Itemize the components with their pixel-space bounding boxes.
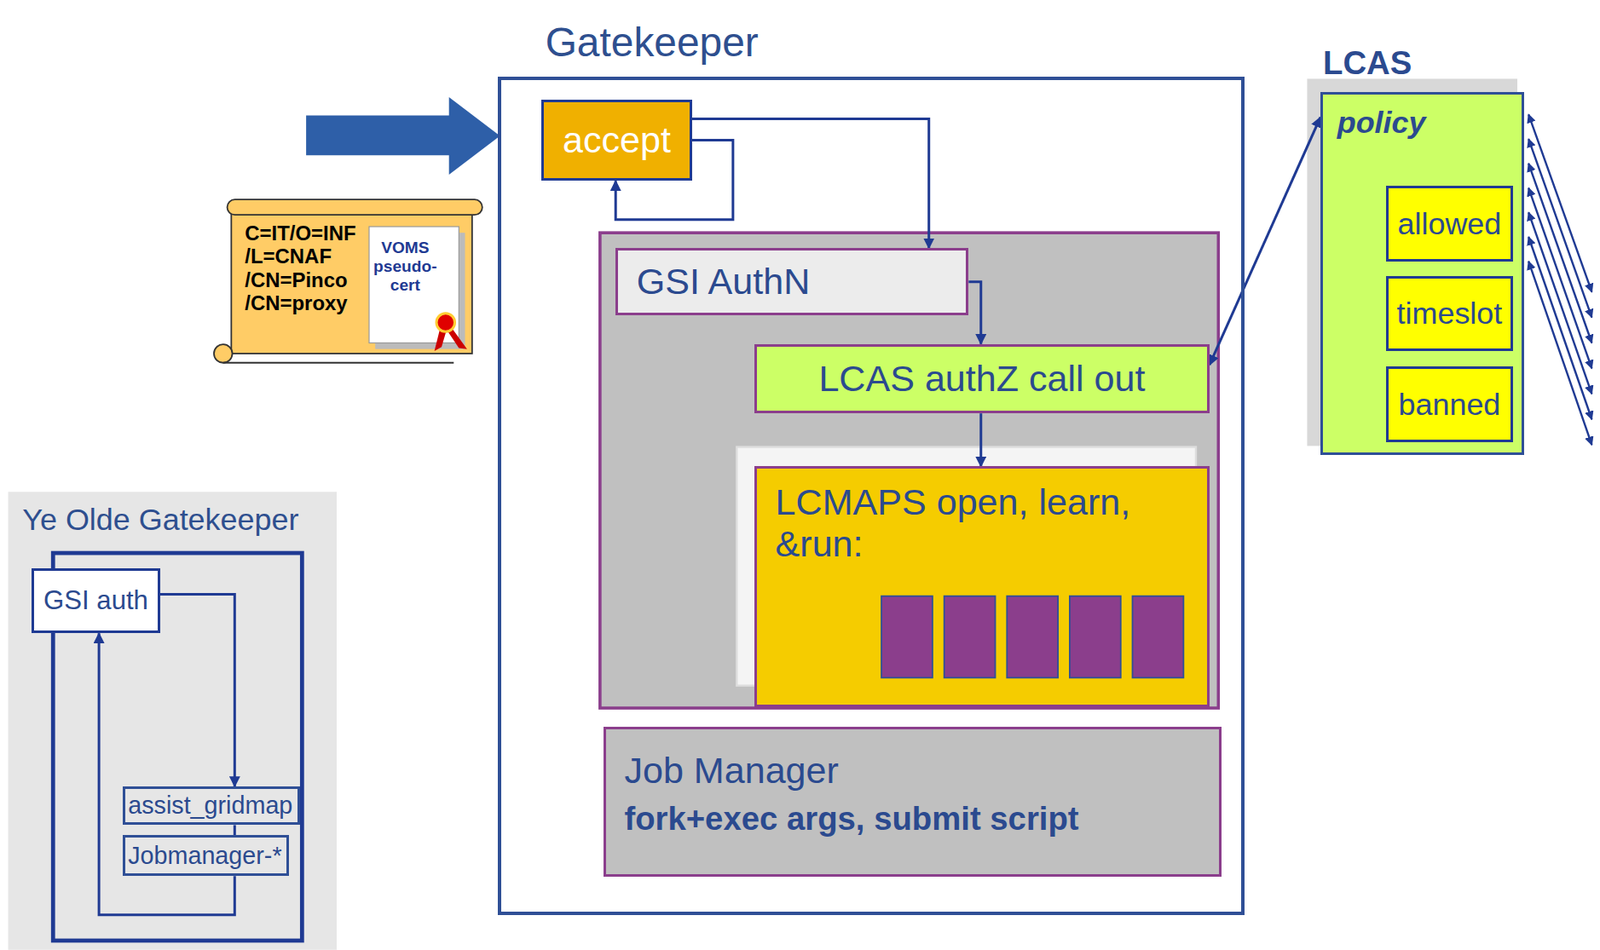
lcas-box: allowedtimeslotbannedLCASpolicy [1320, 92, 1525, 456]
heading: Gatekeeper [545, 18, 759, 66]
old-gatekeeper-panel: GSI auth assist_gridmapJobmanager-* Ye Old… [8, 491, 337, 950]
job-manager-box: Job Manager fork+exec args, submit script [603, 727, 1222, 878]
card-face [369, 226, 459, 343]
node-label: C=IT/O=INF /L=CNAF /CN=Pinco /CN=proxy [244, 221, 356, 316]
node-label: timeslot [1397, 295, 1503, 331]
node-label: GSI AuthN [636, 260, 811, 304]
policy-arrow [1528, 212, 1592, 394]
gatekeeper-box: acceptGSI AuthN LCAS authZ call outLCMAPS… [497, 76, 1245, 916]
plugin-block [1069, 596, 1121, 679]
gsi-auth-box: GSI auth [31, 568, 161, 635]
policy-arrow [1528, 236, 1592, 420]
scroll-roll [227, 200, 483, 216]
node-label: assist_gridmap [127, 791, 293, 821]
node-label: allowed [1397, 206, 1502, 242]
heading: LCAS [1322, 44, 1412, 82]
plugin-block [1132, 596, 1185, 679]
plugin-block [944, 596, 996, 679]
certificate-scroll: VOMS pseudo-cert C=IT/O=INF /L=CNAF /CN=P… [208, 198, 483, 365]
gridmap-box: assist_gridmap [122, 786, 301, 826]
connector-arrow [160, 594, 235, 787]
jobmanager-old-box: Jobmanager-* [122, 835, 290, 877]
authz-callout-box: LCAS authZ call out [754, 344, 1210, 414]
node-label: accept [562, 119, 671, 162]
connector-arrow [1209, 117, 1321, 366]
node-label: banned [1398, 387, 1502, 422]
connector-arrow [692, 118, 930, 249]
voms-card: VOMS pseudo-cert [369, 226, 463, 347]
policy-item-box: timeslot [1386, 276, 1513, 353]
policy-arrow-fan [1528, 114, 1592, 445]
connector-arrow [233, 825, 237, 836]
policy-item-box: banned [1386, 366, 1513, 443]
lcmaps-box: LCMAPS open, learn, &run: [754, 466, 1210, 708]
node-label: LCMAPS open, learn, &run: [775, 481, 1190, 567]
scroll-edge [223, 362, 455, 364]
incoming-arrow [306, 97, 500, 175]
seal [436, 312, 456, 332]
policy-item-box: allowed [1386, 185, 1513, 262]
auth-chain-panel [600, 232, 1219, 709]
node-label: LCAS authZ call out [818, 358, 1145, 401]
node-label: policy [1337, 104, 1427, 140]
plugin-block [1006, 596, 1058, 679]
connector-arrow [979, 413, 982, 467]
scroll-body [231, 207, 474, 354]
node-label: fork+exec args, submit script [623, 800, 1079, 838]
policy-arrow [1528, 188, 1592, 370]
node-label: Ye Olde Gatekeeper [22, 502, 299, 538]
authn-box: GSI AuthN [615, 248, 969, 316]
policy-arrow [1528, 261, 1592, 445]
node-label: VOMS pseudo-cert [373, 238, 437, 295]
plugin-block [881, 596, 933, 679]
connector-arrow [968, 282, 981, 345]
policy-arrow [1528, 163, 1592, 344]
old-panel-ground [8, 491, 337, 950]
scroll-curl [213, 345, 233, 364]
node-label: Jobmanager-* [127, 842, 282, 871]
node-label: GSI auth [43, 585, 149, 617]
node-label: Job Manager [623, 750, 838, 793]
accept-box: accept [541, 99, 693, 182]
